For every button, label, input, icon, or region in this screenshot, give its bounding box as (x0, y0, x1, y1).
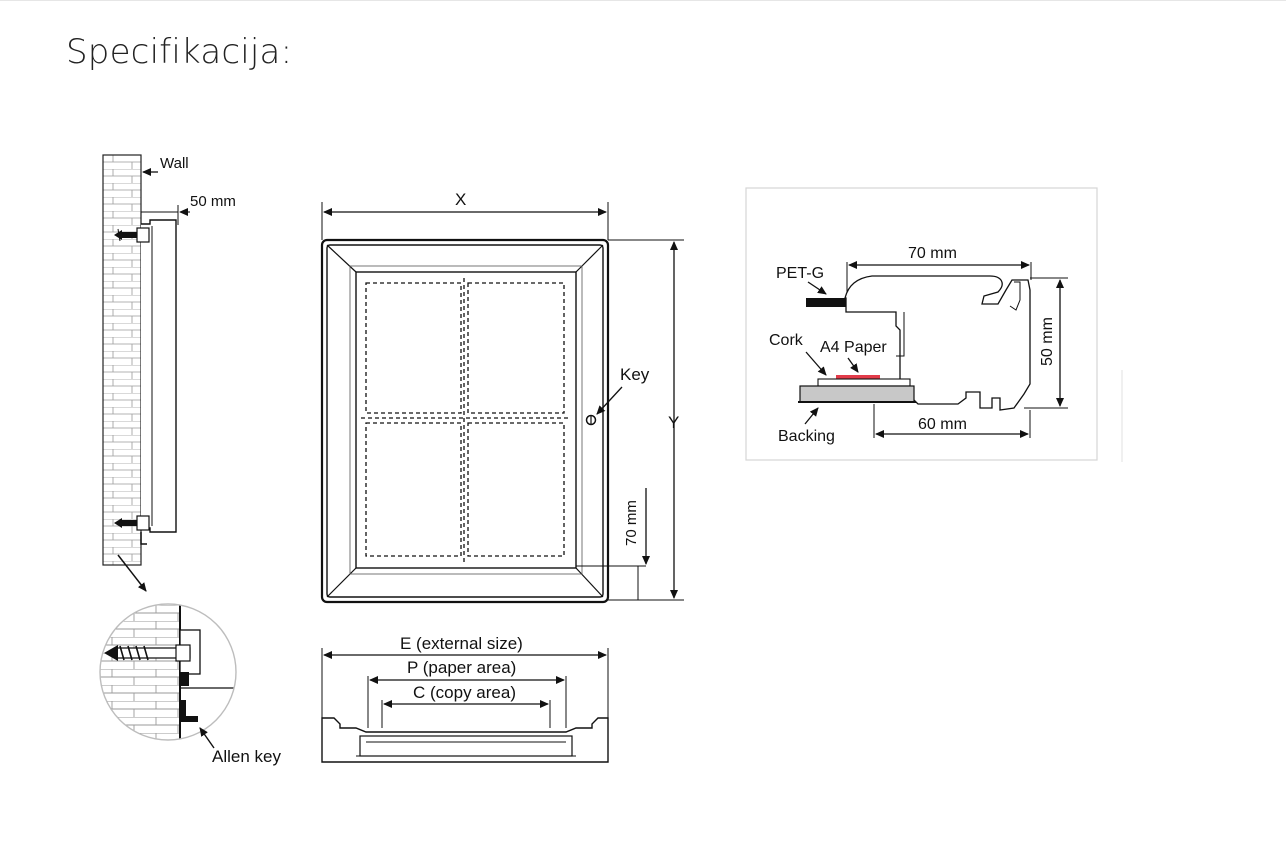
width-label: X (455, 190, 466, 209)
cork-label: Cork (769, 332, 804, 349)
a4-paper-label: A4 Paper (820, 339, 887, 356)
height-label: Y (668, 413, 679, 432)
front-view: X Key Y 70 mm (320, 190, 684, 604)
profile-view: 70 mm PET-G Cork A4 Paper Backing 60 mm … (745, 187, 1123, 462)
aluminium-profile (844, 275, 1031, 411)
allen-key-label: Allen key (212, 747, 281, 766)
top-divider (0, 0, 1286, 1)
wall-label: Wall (160, 155, 189, 172)
page-title: Specifikacija: (66, 32, 293, 72)
a4-paper-sheet (836, 375, 880, 379)
profile-height-label: 50 mm (1039, 317, 1056, 366)
petg-label: PET-G (776, 265, 824, 282)
key-label: Key (620, 365, 650, 384)
profile-panel (745, 187, 1098, 461)
bottom-width-label: 60 mm (918, 416, 967, 433)
backing-board (799, 385, 915, 403)
top-width-label: 70 mm (908, 245, 957, 262)
detail-pointer (117, 554, 147, 592)
board-profile (141, 219, 177, 533)
allen-key-pointer (199, 727, 215, 749)
depth-label: 50 mm (190, 193, 236, 210)
detail-view: Allen key (99, 603, 281, 766)
side-view: Wall 50 mm (102, 154, 236, 592)
top-view: E (external size) P (paper area) C (copy… (321, 634, 609, 763)
cork-layer (817, 378, 911, 387)
key-pointer (596, 386, 623, 415)
backing-label: Backing (778, 428, 835, 445)
paper-area-label: P (paper area) (407, 658, 516, 677)
bottom-margin-label: 70 mm (623, 500, 640, 546)
petg-sheet (806, 298, 878, 307)
notice-board-frame (320, 238, 610, 604)
wall-bricks (102, 154, 142, 566)
a4-sheet-grid (361, 278, 570, 562)
external-size-label: E (external size) (400, 634, 523, 653)
bottom-wall-plug-icon (114, 515, 150, 545)
copy-area-label: C (copy area) (413, 683, 516, 702)
top-wall-plug-icon (114, 227, 150, 243)
